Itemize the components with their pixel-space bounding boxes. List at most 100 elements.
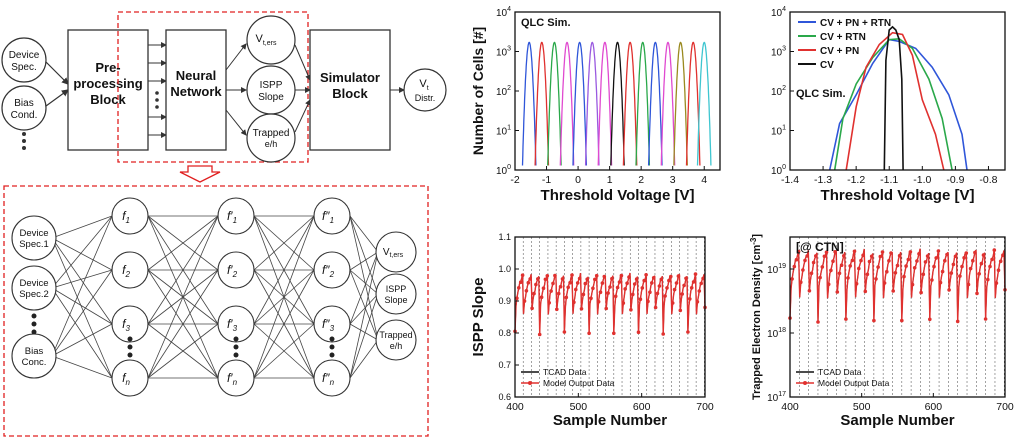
model-output-point: [994, 281, 999, 285]
model-output-point: [627, 275, 631, 279]
model-output-point: [524, 289, 529, 293]
model-output-point: [636, 330, 641, 335]
model-output-point: [594, 273, 599, 278]
network-edge: [51, 237, 113, 325]
model-output-point: [606, 291, 610, 295]
model-output-point: [598, 290, 603, 295]
model-output-point: [665, 286, 669, 290]
model-output-point: [650, 281, 654, 285]
model-output-point: [940, 269, 945, 274]
model-output-point: [790, 277, 794, 281]
model-output-point: [835, 290, 840, 294]
y-axis-label: ISPP Slope: [470, 278, 487, 357]
flow-dot: [22, 132, 26, 136]
model-output-point: [861, 253, 865, 258]
y-tick-label: 104: [496, 6, 511, 19]
y-tick-label: 0.9: [498, 296, 511, 306]
model-output-point: [829, 268, 833, 273]
model-output-point: [619, 273, 624, 278]
network-ellipsis-dot: [31, 321, 37, 327]
qlc-distribution-line: [647, 41, 663, 166]
model-output-point: [689, 286, 694, 290]
network-edge: [349, 251, 379, 271]
network-output-node: [375, 231, 417, 273]
network-node-label: f″1: [322, 209, 334, 225]
model-output-point: [541, 286, 546, 291]
network-output-label: Trapped: [379, 330, 412, 340]
x-tick-label: 700: [696, 401, 714, 413]
model-output-point: [545, 274, 550, 278]
legend-label: CV + RTN: [820, 32, 866, 43]
network-ellipsis-dot: [329, 344, 335, 350]
legend-marker: [528, 381, 532, 385]
model-output-point: [908, 250, 913, 254]
network-edge: [349, 251, 379, 379]
model-output-point: [831, 259, 835, 264]
network-node-label: f1: [122, 209, 130, 225]
model-output-point: [996, 268, 1001, 273]
network-node-label: f3: [122, 317, 130, 333]
model-output-point: [960, 264, 964, 269]
network-edge: [51, 215, 113, 357]
legend-label: CV: [820, 60, 834, 71]
x-tick-label: 2: [638, 174, 644, 186]
model-output-point: [612, 331, 616, 336]
model-output-point: [655, 291, 660, 296]
flow-dot: [22, 146, 26, 150]
model-output-point: [1001, 253, 1005, 257]
model-output-point: [988, 264, 992, 269]
chart-annotation: QLC Sim.: [796, 88, 846, 100]
model-output-point: [878, 254, 883, 259]
network-edge: [349, 251, 379, 325]
model-output-point: [938, 280, 943, 285]
pre-to-nn-arrows: [148, 42, 167, 138]
model-output-point: [951, 262, 956, 267]
model-output-point: [915, 259, 919, 263]
model-output-point: [528, 277, 532, 281]
model-output-point: [964, 251, 969, 255]
network-highlight-box: [3, 185, 429, 437]
x-tick-label: 4: [701, 174, 707, 186]
model-output-point: [822, 254, 827, 259]
flow-arrow: [225, 43, 247, 71]
model-output-point: [686, 330, 690, 334]
model-output-point: [667, 278, 671, 283]
model-output-point: [574, 287, 578, 292]
qlc-distribution-line: [685, 41, 701, 166]
model-output-point: [629, 308, 633, 312]
model-output-point: [947, 288, 951, 292]
model-output-point: [572, 300, 576, 305]
network-output-label: e/h: [390, 341, 403, 351]
network-hidden-node: [313, 359, 351, 397]
model-output-point: [897, 253, 902, 258]
legend-label: Model Output Data: [818, 378, 890, 388]
model-output-point: [638, 297, 643, 302]
model-output-point: [833, 250, 837, 254]
flow-ispp-label: ISPP: [260, 80, 283, 91]
model-output-point: [602, 274, 607, 279]
network-node-label: f″n: [322, 371, 335, 387]
y-tick-label: 0.7: [498, 360, 511, 370]
model-output-point: [648, 290, 652, 295]
chart-annotation: [@ CTN]: [796, 240, 844, 254]
model-output-point: [591, 286, 595, 291]
expand-arrow: [179, 165, 221, 183]
network-edge: [349, 269, 379, 341]
network-node-label: f′2: [227, 263, 238, 279]
network-edge: [349, 339, 379, 379]
network-edge: [51, 237, 113, 271]
network-ellipsis-dot: [233, 352, 239, 358]
model-output-point: [919, 290, 923, 295]
model-output-point: [794, 257, 799, 262]
model-output-point: [579, 307, 584, 311]
model-output-point: [928, 317, 932, 322]
model-output-point: [534, 282, 538, 287]
network-hidden-node: [111, 305, 149, 343]
network-hidden-node: [111, 251, 149, 289]
model-output-point: [887, 259, 891, 263]
model-output-point: [801, 268, 805, 272]
model-output-point: [547, 301, 551, 305]
variability-distribution-line: [833, 37, 953, 171]
